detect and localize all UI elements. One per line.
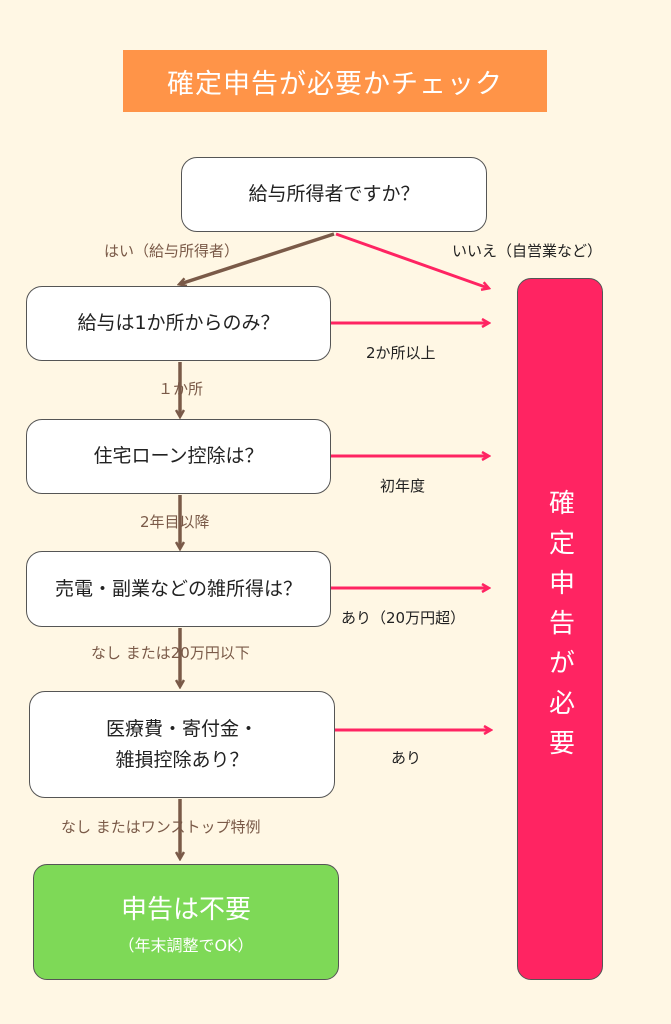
label-two-employers: 2か所以上 (366, 344, 436, 362)
question-salary-earner: 給与所得者ですか？ (181, 157, 487, 232)
label-no-self-employed: いいえ（自営業など） (452, 242, 603, 260)
label-one-employer: １か所 (158, 380, 204, 398)
result-not-required-main: 申告は不要 (120, 894, 251, 925)
label-over-200k: あり（20万円超） (341, 609, 466, 627)
question-housing-loan: 住宅ローン控除は？ (26, 419, 331, 494)
label-has-deductions: あり (391, 749, 422, 767)
question-deductions-line1: 医療費・寄付金・ (105, 718, 258, 741)
result-required: 確定申告が必要 (517, 278, 603, 980)
page-title: 確定申告が必要かチェック (123, 50, 547, 112)
label-second-year: 2年目以降 (140, 513, 210, 531)
question-single-employer: 給与は1か所からのみ？ (26, 286, 331, 361)
label-none-under-200k: なし または20万円以下 (91, 644, 250, 662)
label-none-onestop: なし またはワンストップ特例 (61, 818, 261, 836)
question-misc-income: 売電・副業などの雑所得は？ (26, 551, 331, 627)
question-deductions-line2: 雑損控除あり？ (115, 748, 249, 771)
question-deductions: 医療費・寄付金・ 雑損控除あり？ (29, 691, 335, 798)
arrow-req-1 (335, 232, 488, 288)
result-not-required-sub: （年末調整でOK） (118, 935, 254, 955)
label-yes-salary: はい（給与所得者） (104, 242, 240, 260)
arrow-yes-1 (180, 232, 335, 284)
result-not-required: 申告は不要 （年末調整でOK） (33, 864, 339, 980)
label-first-year: 初年度 (380, 477, 426, 495)
